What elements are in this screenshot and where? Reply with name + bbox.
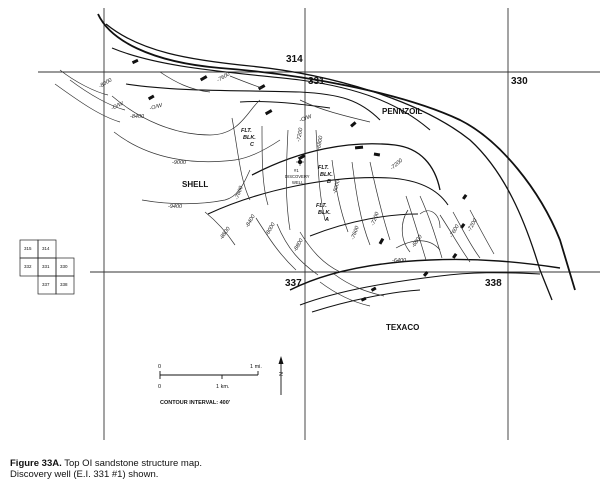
company-label-shell: SHELL [182,180,208,189]
svg-text:B: B [327,179,331,185]
contour-label: -8400 [245,213,258,229]
figure-title: Top OI sandstone structure map. [64,458,203,469]
contour-interval-note: CONTOUR INTERVAL: 400' [160,400,231,406]
contour-label: -8000 [265,221,278,237]
contour-label: -O/W [299,114,314,124]
svg-text:FLT.: FLT. [316,203,327,209]
major-faults [97,13,576,313]
contour-label: -8000 [332,178,342,194]
company-label-pennzoil: PENNZOIL [382,107,423,116]
contour-label: -O/W [149,103,164,112]
well-label: #1 [294,168,299,173]
contour-label: -6800 [316,135,325,151]
well-label: DISCOVERY [285,174,310,179]
contour-label: -7200 [296,127,305,143]
index-map-labels: 315 314 332 331 330 337 338 [24,246,68,287]
scale-bar: 0 1 mi. 0 1 km. CONTOUR INTERVAL: 400' [158,364,262,406]
company-label-texaco: TEXACO [386,323,419,332]
svg-text:332: 332 [24,264,32,269]
scale-mile-label: 1 mi. [250,364,262,370]
svg-text:330: 330 [60,264,68,269]
svg-text:BLK.: BLK. [320,172,333,178]
contour-label: -O/W [110,101,125,112]
fault-block-a-label: FLT. BLK. A [316,203,331,223]
svg-text:338: 338 [60,282,68,287]
figure-label: Figure 33A. [10,458,62,469]
contour-label: -7600 [350,225,361,241]
fault-block-c-label: FLT. BLK. C [241,128,256,148]
block-number-314: 314 [286,54,303,65]
contour-label: -6400 [392,258,407,264]
svg-text:337: 337 [42,282,50,287]
figure-caption: Figure 33A. Top OI sandstone structure m… [10,458,590,480]
block-number-337: 337 [285,278,302,289]
structure-map: 314 331 330 337 338 PENNZOIL SHELL TEXAC… [19,8,600,440]
contour-label: -8800 [293,237,306,253]
svg-text:A: A [324,217,329,223]
contour-label: -9400 [168,204,183,210]
well-label: WELL [292,180,304,185]
scale-km-label: 1 km. [216,384,230,390]
contour-lines [54,69,495,307]
north-arrow-icon: N [278,356,285,395]
contour-label: -9000 [172,160,187,166]
block-number-330: 330 [511,76,528,87]
svg-text:315: 315 [24,246,32,251]
svg-text:314: 314 [42,246,50,251]
svg-text:BLK.: BLK. [243,135,256,141]
scale-mile-zero: 0 [158,364,161,370]
svg-text:BLK.: BLK. [318,210,331,216]
contour-label: -7600 [234,185,245,201]
contour-label: -7200 [389,157,404,171]
svg-text:331: 331 [42,264,50,269]
fault-block-b-label: FLT. BLK. B [318,165,333,185]
block-number-331: 331 [308,76,325,87]
contour-label: -7200 [467,217,480,233]
block-number-338: 338 [485,278,502,289]
contour-label: -7600 [449,223,462,239]
discovery-well: #1 DISCOVERY WELL [285,158,310,185]
block-grid-lines [38,8,600,440]
contour-label: -8400 [130,114,145,120]
contour-labels: -9000 -8400 -9400 -8800 -8400 -8000 -760… [98,71,479,264]
north-arrow-label: N [279,372,285,376]
figure-caption-line2: Discovery well (E.I. 331 #1) shown. [10,469,159,480]
scale-km-zero: 0 [158,384,161,390]
contour-label: -7200 [370,211,381,227]
svg-text:FLT.: FLT. [318,165,329,171]
contour-label: -8000 [98,77,114,90]
svg-text:C: C [250,142,255,148]
svg-text:FLT.: FLT. [241,128,252,134]
index-map [19,239,75,295]
